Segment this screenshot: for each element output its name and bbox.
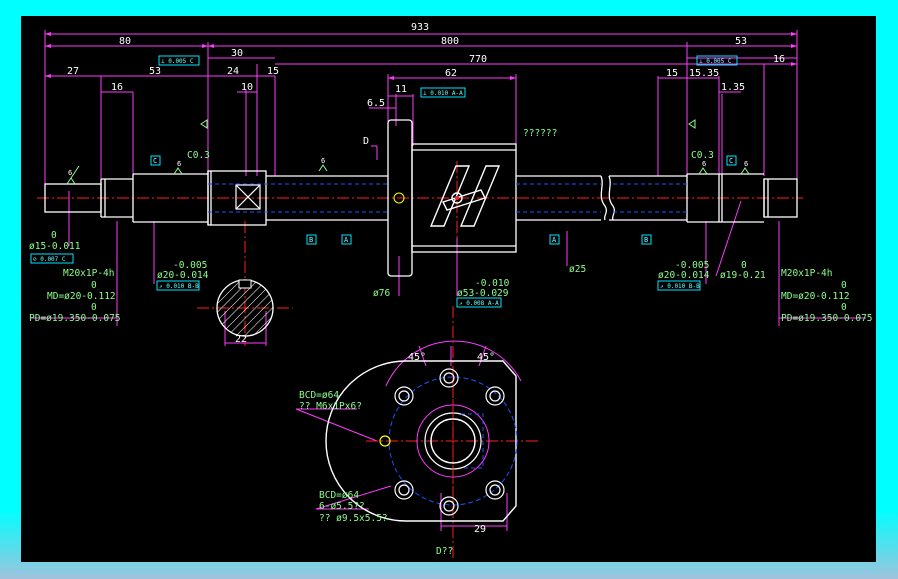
rough-5: 6 bbox=[744, 160, 748, 168]
dim-45a: 45° bbox=[408, 352, 426, 363]
datum-boxes bbox=[150, 155, 737, 245]
nut-center-dot bbox=[455, 196, 459, 200]
dim-62: 62 bbox=[445, 68, 457, 79]
chamfer-right: C0.3 bbox=[691, 150, 714, 161]
phi20-right-top: -0.005 bbox=[675, 260, 709, 271]
pd-right: PD=ø19.350-0.075 bbox=[781, 313, 873, 324]
datum-a-right: A bbox=[552, 236, 557, 244]
dim-11: 11 bbox=[395, 84, 407, 95]
m20-right: M20x1P-4h bbox=[781, 268, 832, 279]
rough-2: 6 bbox=[177, 160, 181, 168]
phi15: ø15-0.011 bbox=[29, 241, 81, 252]
nut-logo bbox=[429, 165, 501, 227]
dim-770: 770 bbox=[469, 54, 487, 65]
arrowheads bbox=[45, 32, 797, 80]
flange-end-view bbox=[325, 360, 518, 522]
dim-15-35: 15.35 bbox=[689, 68, 719, 79]
md-left: MD=ø20-0.112 bbox=[47, 291, 116, 302]
bolt-holes bbox=[379, 368, 505, 516]
dim-27: 27 bbox=[67, 66, 79, 77]
bcd-1: BCD=ø64 bbox=[299, 390, 339, 401]
phi20-left: ø20-0.014 bbox=[157, 270, 209, 281]
ball-screw-drawing: 6 6 6 6 6 C C B A A B ⊥ 0.005 C ⊥ 0.005 … bbox=[29, 22, 873, 561]
phi53: ø53-0.029 bbox=[457, 288, 509, 299]
dim-24: 24 bbox=[227, 66, 239, 77]
dim-6-5: 6.5 bbox=[367, 98, 385, 109]
pd-left: PD=ø19.350-0.075 bbox=[29, 313, 121, 324]
tolerance-frames bbox=[30, 55, 738, 308]
datum-c-right: C bbox=[729, 157, 733, 165]
dim-22: 22 bbox=[235, 334, 247, 345]
tol-frame-4: ⊘ 0.007 C bbox=[33, 256, 66, 263]
m20-left: M20x1P-4h bbox=[63, 268, 114, 279]
dim-16-left: 16 bbox=[111, 82, 123, 93]
datum-c-left: C bbox=[153, 157, 157, 165]
counterbore-spec: ?? ø9.5x5.5? bbox=[319, 513, 388, 524]
note-unknown: ?????? bbox=[523, 128, 557, 139]
dim-80: 80 bbox=[119, 36, 131, 47]
m6-thread: ?? M6x1Px6? bbox=[299, 401, 362, 412]
view-arrow-d: D bbox=[363, 136, 369, 147]
dim-15b: 15 bbox=[666, 68, 678, 79]
drawing-canvas: 6 6 6 6 6 C C B A A B ⊥ 0.005 C ⊥ 0.005 … bbox=[21, 16, 876, 562]
oil-hole bbox=[393, 192, 405, 204]
dim-total: 933 bbox=[411, 22, 429, 33]
holes-spec: 6-ø5.5?? bbox=[319, 501, 365, 512]
dim-53: 53 bbox=[149, 66, 161, 77]
phi76: ø76 bbox=[373, 288, 390, 299]
dim-15a: 15 bbox=[267, 66, 279, 77]
dim-10: 10 bbox=[241, 82, 253, 93]
dim-53-right: 53 bbox=[735, 36, 747, 47]
tol-frame-3: ⊥ 0.010 A-A bbox=[423, 90, 463, 97]
phi53-top: -0.010 bbox=[475, 278, 510, 289]
phi25: ø25 bbox=[569, 264, 586, 275]
pd-right-top: 0 bbox=[841, 302, 847, 313]
rough-3: 6 bbox=[321, 157, 325, 165]
rough-1: 6 bbox=[68, 169, 72, 177]
hidden-lines bbox=[208, 183, 687, 213]
phi20-left-top: -0.005 bbox=[173, 260, 207, 271]
dimension-lines bbox=[31, 30, 866, 531]
tol-frame-7: ↗ 0.010 B-B bbox=[660, 283, 700, 290]
md-left-top: 0 bbox=[91, 280, 97, 291]
tol-frame-5: ↗ 0.010 B-B bbox=[159, 283, 199, 290]
datum-b-right: B bbox=[644, 236, 648, 244]
dim-800: 800 bbox=[441, 36, 459, 47]
md-right-top: 0 bbox=[841, 280, 847, 291]
roughness-symbols bbox=[66, 119, 750, 185]
datum-b-left: B bbox=[309, 236, 313, 244]
datum-a-left: A bbox=[344, 236, 349, 244]
section-view bbox=[216, 279, 274, 337]
dim-16-right: 16 bbox=[773, 54, 785, 65]
chamfer-left: C0.3 bbox=[187, 150, 210, 161]
phi15-top: 0 bbox=[51, 230, 57, 241]
dim-1-35: 1.35 bbox=[721, 82, 745, 93]
bcd-2: BCD=ø64 bbox=[319, 490, 359, 501]
pd-left-top: 0 bbox=[91, 302, 97, 313]
phi19-top: 0 bbox=[741, 260, 747, 271]
phi20-right: ø20-0.014 bbox=[658, 270, 710, 281]
dim-45b: 45° bbox=[477, 352, 495, 363]
view-title: D?? bbox=[436, 546, 453, 557]
shaft-outline bbox=[44, 119, 798, 277]
tol-frame-2: ⊥ 0.005 C bbox=[699, 58, 732, 65]
rough-4: 6 bbox=[702, 160, 706, 168]
tol-frame-1: ⊥ 0.005 C bbox=[161, 58, 194, 65]
tol-frame-6: ↗ 0.008 A-A bbox=[459, 300, 499, 307]
dim-30: 30 bbox=[231, 48, 243, 59]
phi19: ø19-0.21 bbox=[720, 270, 766, 281]
bearing-symbol bbox=[235, 184, 261, 210]
dim-29: 29 bbox=[474, 524, 486, 535]
md-right: MD=ø20-0.112 bbox=[781, 291, 850, 302]
